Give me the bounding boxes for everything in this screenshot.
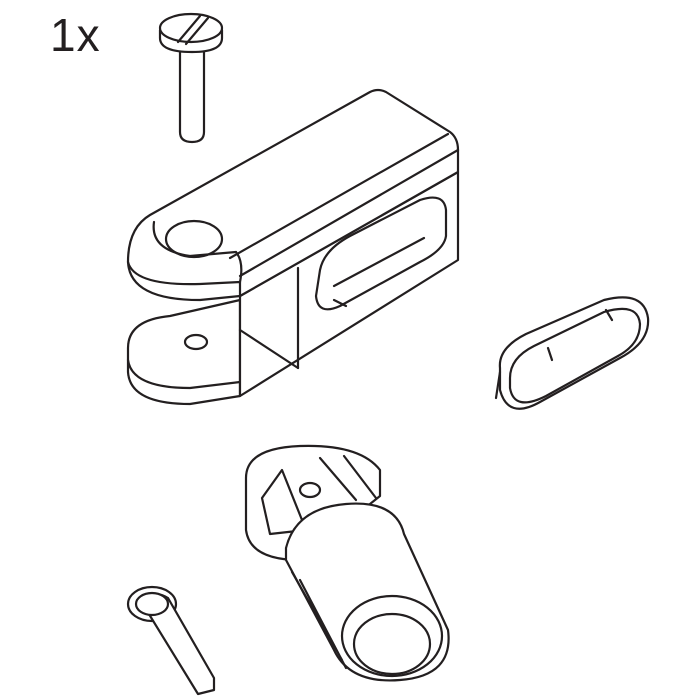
oval-cap-icon (494, 296, 650, 410)
slotted-screw-icon (158, 12, 224, 144)
socket-adapter-icon (244, 444, 450, 682)
clevis-fork-icon (126, 88, 460, 406)
quantity-label: 1x (50, 9, 101, 61)
pin-icon (126, 585, 216, 696)
